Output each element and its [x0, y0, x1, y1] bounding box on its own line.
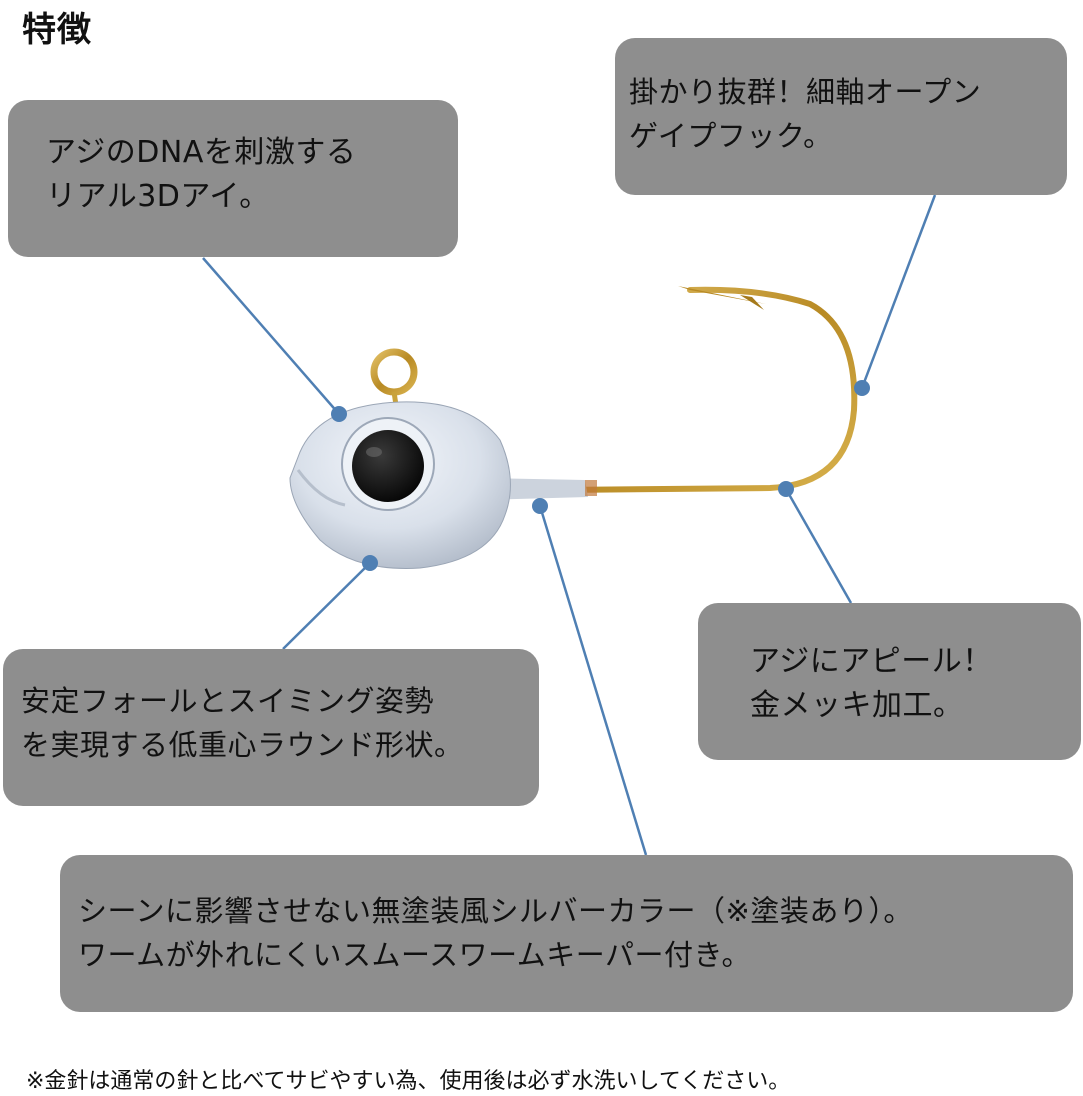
callout-gold-plating: アジにアピール！ 金メッキ加工。 [698, 603, 1081, 760]
callout-3d-eye-line2: リアル3Dアイ。 [46, 179, 270, 214]
callout-gold-plating-line1: アジにアピール！ [750, 644, 993, 679]
leader-dots [331, 380, 870, 571]
gold-point-marker [778, 481, 794, 497]
callout-hook-line2: ゲイプフック。 [629, 119, 833, 153]
callout-gold-plating-line2: 金メッキ加工。 [750, 688, 964, 723]
gold-hook [557, 286, 858, 493]
eye-point-marker [331, 406, 347, 422]
3d-eye [341, 417, 435, 511]
callout-round-head: 安定フォールとスイミング姿勢 を実現する低重心ラウンド形状。 [3, 649, 539, 806]
footnote: ※金針は通常の針と比べてサビやすい為、使用後は必ず水洗いしてください。 [26, 1069, 791, 1094]
callout-3d-eye: アジのDNAを刺激する リアル3Dアイ。 [8, 100, 458, 257]
callout-silver-color-line2: ワームが外れにくいスムースワームキーパー付き。 [78, 938, 751, 972]
head-point-marker [362, 555, 378, 571]
callout-hook-line1: 掛かり抜群！細軸オープン [629, 75, 982, 109]
page-title: 特徴 [22, 10, 92, 50]
leader-lines [202, 194, 937, 856]
hook-point-marker [854, 380, 870, 396]
callout-round-head-line1: 安定フォールとスイミング姿勢 [21, 684, 435, 718]
callout-hook: 掛かり抜群！細軸オープン ゲイプフック。 [615, 38, 1067, 195]
keeper-point-marker [532, 498, 548, 514]
line-eye-ring [370, 348, 418, 406]
callout-silver-color-line1: シーンに影響させない無塗装風シルバーカラー（※塗装あり）。 [78, 894, 913, 928]
callout-round-head-line2: を実現する低重心ラウンド形状。 [21, 728, 464, 762]
callout-3d-eye-line1: アジのDNAを刺激する [46, 135, 357, 170]
callout-silver-color: シーンに影響させない無塗装風シルバーカラー（※塗装あり）。 ワームが外れにくいス… [60, 855, 1073, 1012]
